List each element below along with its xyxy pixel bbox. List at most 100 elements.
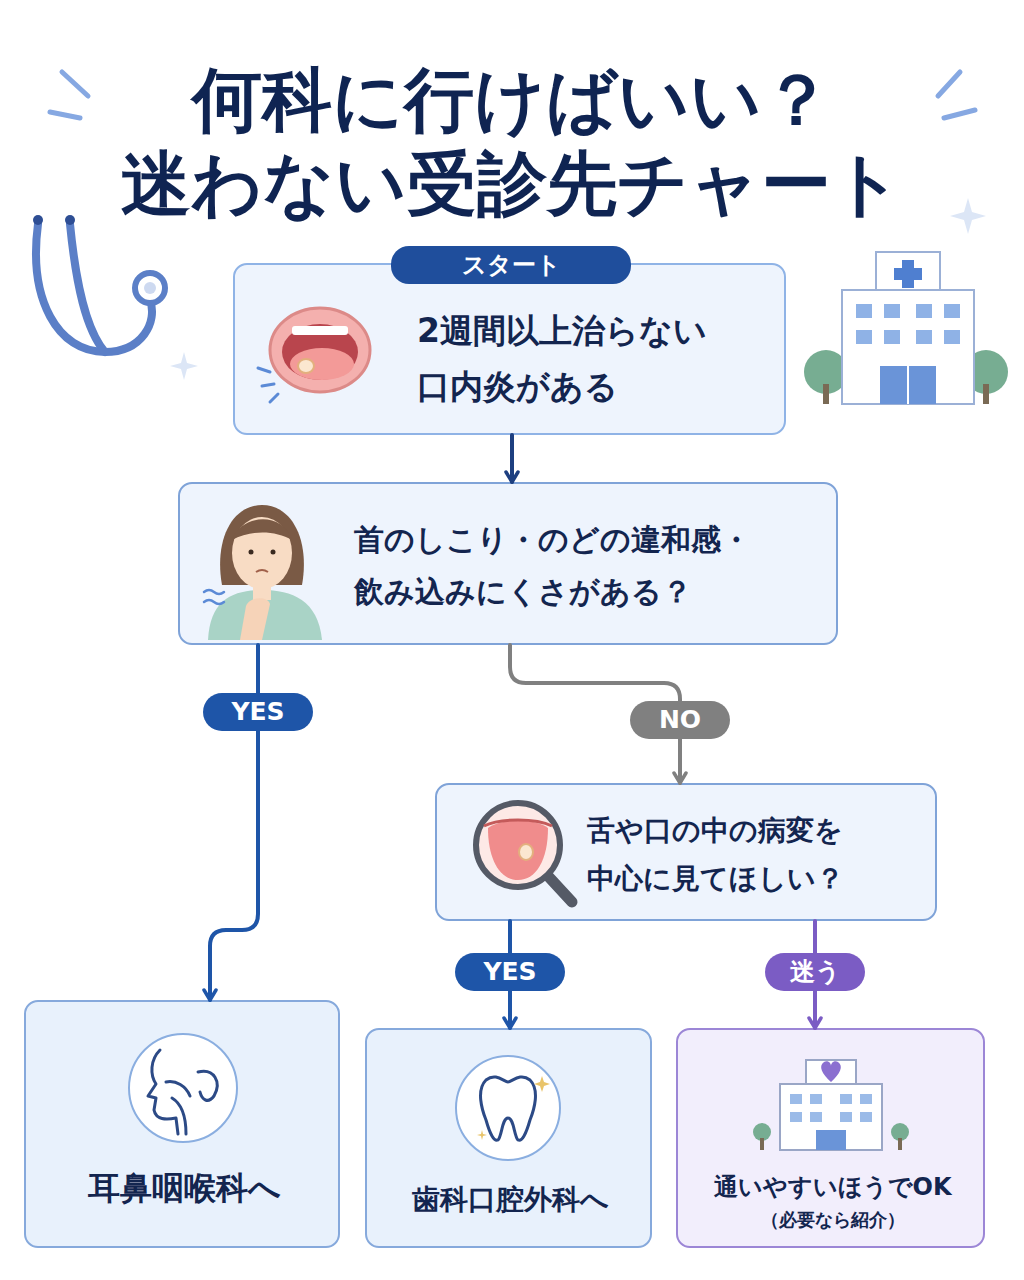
- hospital-icon-part: [884, 330, 900, 344]
- clinic-icon-part: [790, 1094, 802, 1104]
- box-text: 2週間以上治らない 口内炎がある: [417, 303, 757, 415]
- result-box: 通いやすいほうでOK（必要なら紹介）: [676, 1028, 985, 1248]
- stethoscope-icon-part: [36, 224, 152, 352]
- mouth-icon-part: [270, 394, 278, 402]
- person-icon-part: [220, 505, 304, 585]
- question-box: 舌や口の中の病変を 中心に見てほしい？: [435, 783, 937, 921]
- hospital-icon-part: [876, 252, 940, 292]
- box-text: 通いやすいほうでOK: [678, 1170, 987, 1204]
- chart-title: 何科に行けばいい？ 迷わない受診先チャート: [62, 58, 962, 226]
- sparkle: [170, 198, 986, 380]
- person-icon-part: [256, 570, 268, 572]
- flow-arrow: [510, 435, 514, 482]
- mouth-icon-part: [292, 326, 348, 335]
- ent-icon-part: [172, 1098, 186, 1134]
- clinic-icon-part: [790, 1094, 872, 1122]
- hospital-icon-part: [856, 330, 872, 344]
- sparkle-part: [170, 352, 198, 380]
- hospital-icon-part: [856, 304, 872, 318]
- magnifier-icon-part: [519, 844, 533, 860]
- hospital-icon-part: [916, 330, 932, 344]
- clinic-icon-part: [860, 1094, 872, 1104]
- start-box: スタート2週間以上治らない 口内炎がある: [233, 263, 786, 435]
- clinic-icon-part: [780, 1084, 882, 1150]
- hospital-icon-part: [983, 384, 989, 404]
- ent-icon-part: [148, 1050, 178, 1134]
- clinic-icon-part: [806, 1060, 856, 1086]
- accent-lines-part: [938, 72, 960, 96]
- mouth-icon-part: [298, 359, 314, 373]
- tooth-icon-part: [481, 1077, 536, 1140]
- hospital-icon-part: [804, 350, 848, 394]
- person-icon-part: [208, 590, 322, 640]
- hospital-icon-part: [842, 290, 974, 404]
- hospital-icon-part: [964, 350, 1008, 394]
- person-icon-part: [271, 550, 276, 555]
- stethoscope-icon-part: [65, 215, 75, 225]
- mouth-icon: [258, 308, 370, 402]
- stethoscope-icon-part: [135, 273, 165, 303]
- answer-pill: 迷う: [765, 953, 865, 991]
- clinic-icon-part: [760, 1138, 764, 1150]
- clinic-icon-part: [891, 1123, 909, 1141]
- hospital-icon-part: [944, 304, 960, 318]
- tooth-icon-part: [456, 1056, 560, 1160]
- hospital-icon-part: [902, 260, 914, 288]
- ent-icon-part: [129, 1034, 237, 1142]
- ent-icon-part: [166, 1082, 190, 1096]
- accent-lines: [50, 72, 975, 118]
- clinic-icon-part: [840, 1112, 852, 1122]
- tooth-icon: [456, 1056, 560, 1160]
- box-text: 舌や口の中の病変を 中心に見てほしい？: [587, 807, 897, 903]
- clinic-icon-part: [821, 1061, 841, 1082]
- clinic-icon-part: [816, 1130, 846, 1150]
- person-icon-part: [204, 590, 224, 594]
- magnifier-icon-part: [548, 876, 572, 902]
- accent-lines-part: [944, 110, 975, 118]
- clinic-icon-part: [810, 1112, 822, 1122]
- hospital-icon-part: [856, 304, 960, 344]
- box-text: 耳鼻咽喉科へ: [26, 1166, 342, 1210]
- hospital-icon-part: [944, 330, 960, 344]
- mouth-icon-part: [262, 384, 274, 386]
- clinic-icon-part: [790, 1112, 802, 1122]
- sparkle-part: [950, 198, 986, 234]
- mouth-icon-part: [282, 324, 358, 380]
- stethoscope-icon-part: [144, 282, 156, 294]
- hospital-icon-part: [894, 268, 922, 280]
- accent-lines-part: [50, 112, 80, 118]
- mouth-icon-part: [290, 348, 354, 380]
- hospital-icon-part: [823, 384, 829, 404]
- magnifier-icon: [476, 803, 572, 902]
- magnifier-icon-part: [476, 803, 560, 887]
- question-box: 首のしこり・のどの違和感・ 飲み込みにくさがある？: [178, 482, 838, 645]
- clinic-icon-part: [860, 1112, 872, 1122]
- hospital-icon-part: [884, 304, 900, 318]
- clinic-icon-part: [753, 1123, 771, 1141]
- result-box: 耳鼻咽喉科へ: [24, 1000, 340, 1248]
- answer-pill: YES: [203, 693, 313, 731]
- person-icon-part: [232, 517, 292, 589]
- tooth-icon-part: [477, 1130, 487, 1140]
- hospital-icon: [804, 252, 1008, 404]
- answer-pill: YES: [455, 953, 565, 991]
- tooth-icon-part: [534, 1076, 550, 1092]
- magnifier-icon-part: [488, 821, 548, 881]
- mouth-icon-part: [270, 308, 370, 392]
- stethoscope-icon-part: [70, 224, 105, 352]
- hospital-icon-part: [916, 304, 932, 318]
- accent-lines-part: [62, 72, 88, 96]
- hospital-icon-part: [880, 366, 936, 404]
- box-text: 首のしこり・のどの違和感・ 飲み込みにくさがある？: [354, 514, 794, 618]
- person-icon-part: [249, 550, 254, 555]
- mouth-icon-part: [258, 368, 270, 372]
- result-box: 歯科口腔外科へ: [365, 1028, 652, 1248]
- stethoscope-icon: [33, 215, 165, 352]
- box-text: 歯科口腔外科へ: [367, 1180, 654, 1220]
- ent-icon: [129, 1034, 237, 1142]
- box-text: （必要なら紹介）: [678, 1206, 987, 1234]
- mouth-icon-part: [258, 368, 278, 402]
- person-icon-part: [204, 600, 224, 604]
- person-icon-part: [232, 519, 292, 540]
